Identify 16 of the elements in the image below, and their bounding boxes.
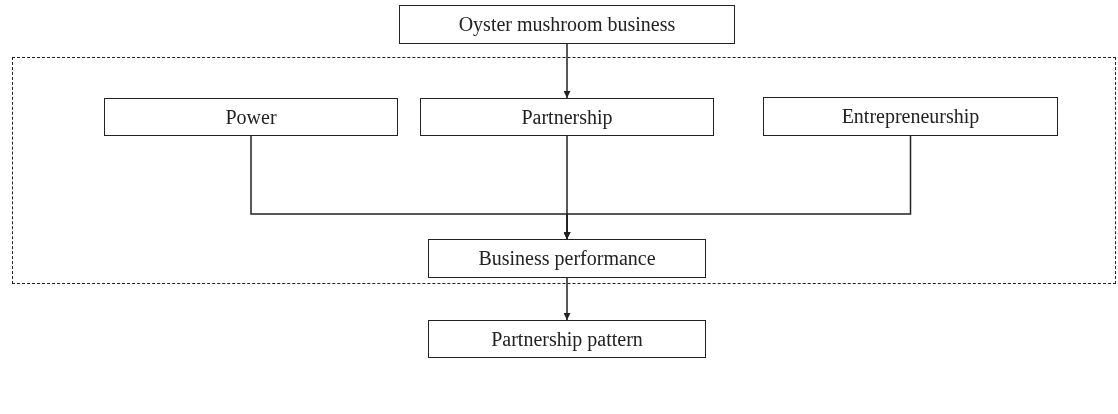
box-label: Partnership pattern	[491, 327, 643, 351]
box-label: Business performance	[478, 247, 656, 270]
process-box	[428, 239, 706, 278]
process-box	[763, 97, 1058, 136]
box-label: Partnership	[521, 105, 613, 129]
process-box	[104, 98, 398, 136]
box-label: Power	[225, 105, 277, 129]
process-box	[399, 5, 735, 44]
dashed-group-border	[12, 57, 1116, 284]
process-box	[428, 320, 706, 358]
box-label: Oyster mushroom business	[458, 13, 676, 36]
process-box	[420, 98, 714, 136]
box-label: Entrepreneurship	[841, 105, 980, 128]
arrow	[563, 277, 571, 321]
arrow	[563, 43, 571, 99]
arrow	[563, 135, 912, 240]
